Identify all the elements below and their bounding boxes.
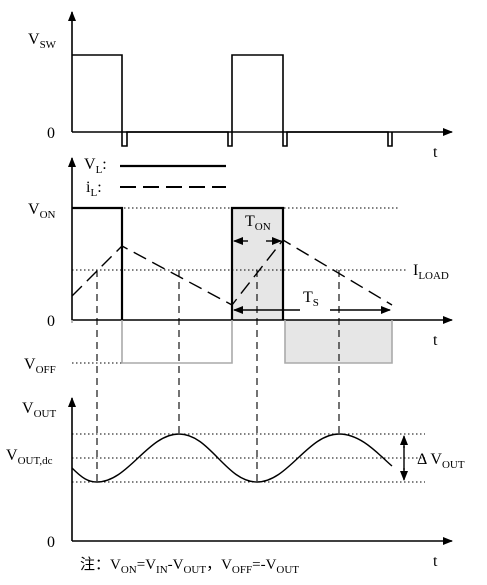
vsw-waveform (72, 54, 393, 147)
vout-panel: VOUT VOUT,dc Δ VOUT 0 t (6, 397, 465, 570)
vl-waveform-on (72, 206, 124, 320)
vsw-label: VSW (28, 31, 57, 51)
vl-waveform-on-2 (230, 206, 285, 320)
von-label: VON (28, 201, 56, 221)
inductor-time-label: t (433, 332, 438, 349)
vout-label: VOUT (22, 400, 56, 420)
vsw-panel: VSW 0 t (28, 11, 453, 161)
vsw-zero-label: 0 (47, 125, 55, 142)
vout-ripple-waveform (71, 433, 393, 483)
vsw-time-label: t (433, 144, 438, 161)
ts-label: TS (303, 289, 319, 309)
vout-zero-label: 0 (47, 534, 55, 551)
legend-il-label: iL: (86, 179, 102, 199)
ton-label: TON (245, 213, 271, 233)
vout-dc-label: VOUT,dc (6, 447, 53, 467)
vl-waveform-off-gray-3 (284, 320, 393, 364)
delta-vout-label: Δ VOUT (417, 451, 465, 471)
iload-label: ILOAD (413, 262, 449, 282)
vl-waveform-off-gray (121, 320, 233, 364)
on-time-shade (232, 208, 283, 320)
inductor-panel: VL: iL: VON 0 t VOFF ILOAD TON TS (24, 156, 453, 376)
inductor-zero-label: 0 (47, 313, 55, 330)
timing-guides (96, 270, 340, 482)
legend-vl-label: VL: (84, 156, 107, 176)
footnote: 注：VON=VIN-VOUT，VOFF=-VOUT (80, 556, 299, 576)
vout-time-label: t (433, 553, 438, 570)
voff-label: VOFF (24, 356, 56, 376)
il-waveform (71, 239, 393, 306)
